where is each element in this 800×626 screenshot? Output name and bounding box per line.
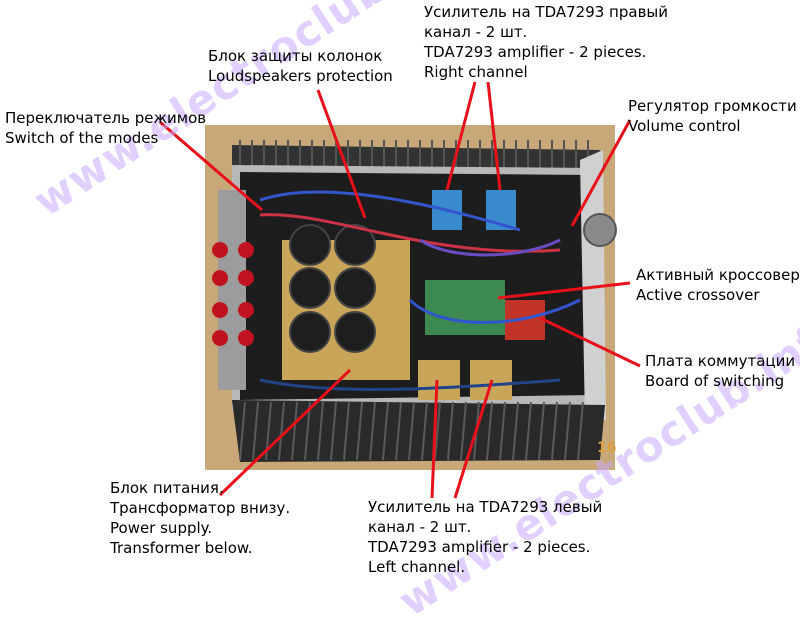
amplifier-photo: 16 <box>159 81 641 499</box>
leader-volume-control <box>570 119 632 227</box>
leader-power-supply <box>218 368 352 497</box>
leader-switch-board <box>539 316 641 368</box>
label-amp-left: Усилитель на TDA7293 левый канал - 2 шт.… <box>368 498 603 576</box>
label-volume-control: Регулятор громкости Volume control <box>628 97 797 135</box>
crossover-board <box>425 280 505 335</box>
label-switch-board: Плата коммутации Board of switching <box>645 352 796 390</box>
wiring <box>259 190 581 391</box>
leader-amp-right-1 <box>445 81 477 191</box>
label-active-crossover: Активный кроссовер Active crossover <box>636 266 800 304</box>
leader-switch-modes <box>159 120 263 212</box>
leader-speaker-protection <box>316 89 367 219</box>
speaker-terminals <box>212 242 254 346</box>
leader-lines <box>159 81 641 499</box>
leader-amp-right-2 <box>486 81 502 191</box>
rear-panel <box>218 190 246 390</box>
rear-heatsink <box>232 140 605 170</box>
volume-knob <box>583 213 617 247</box>
leader-amp-left-1 <box>430 379 439 499</box>
amp-left-1 <box>418 360 460 400</box>
leader-amp-left-2 <box>453 379 494 499</box>
label-power-supply: Блок питания. Трансформатор внизу. Power… <box>110 479 291 557</box>
label-amp-right: Усилитель на TDA7293 правый канал - 2 шт… <box>424 3 669 81</box>
filter-capacitors <box>289 224 376 353</box>
label-switch-modes: Переключатель режимов Switch of the mode… <box>5 109 207 147</box>
photo-number: 16 <box>597 440 616 456</box>
leader-crossover <box>497 281 631 300</box>
label-speaker-protection: Блок защиты колонок Loudspeakers protect… <box>208 47 393 85</box>
